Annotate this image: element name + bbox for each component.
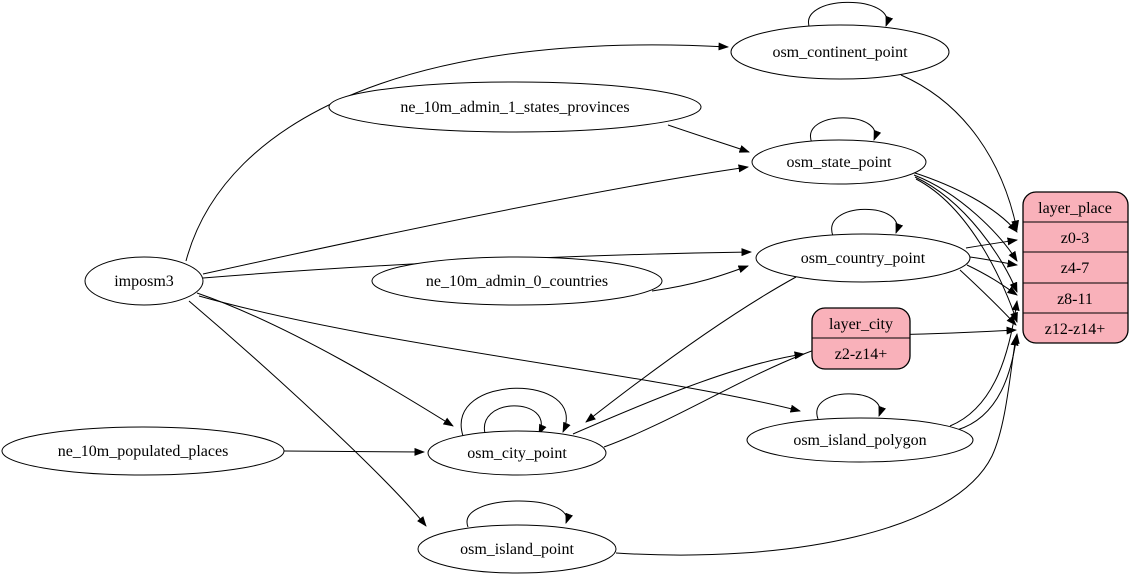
node-osm-country-point-shape xyxy=(755,233,971,283)
edge-osm_continent_point-layer_place-z0-3 xyxy=(900,74,1019,231)
edge-ne_10m_populated_places-osm_city_point xyxy=(283,447,425,456)
node-ne-10m-populated-places-shape xyxy=(1,426,285,476)
layer-city-row-z2-z14: z2-z14+ xyxy=(835,346,888,363)
edge-self-osm_city_point-outer xyxy=(460,387,571,437)
edge-osm_state_point-layer_place-z4-7 xyxy=(913,174,1018,262)
node-ne-10m-admin-0-countries-label: ne_10m_admin_0_countries xyxy=(426,273,608,290)
layer-city-title: layer_city xyxy=(829,316,893,333)
node-osm-continent-point-label: osm_continent_point xyxy=(772,44,908,61)
edge-osm_country_point-layer_place-z12-z14 xyxy=(959,269,1017,326)
node-osm-island-point-label: osm_island_point xyxy=(460,541,574,558)
edge-imposm3-osm_island_polygon xyxy=(198,295,801,413)
node-layer-place: layer_place z0-3 z4-7 z8-11 z12-z14+ xyxy=(1022,191,1129,344)
edge-ne_10m_admin_1_states_provinces-osm_state_point xyxy=(667,124,750,153)
node-osm-city-point-shape xyxy=(427,430,607,476)
node-osm-city-point: osm_city_point xyxy=(427,430,607,476)
node-osm-island-polygon-label: osm_island_polygon xyxy=(793,432,926,449)
node-ne-10m-populated-places: ne_10m_populated_places xyxy=(1,426,285,476)
edge-imposm3-osm_continent_point xyxy=(185,42,729,262)
edge-osm_state_point-layer_place-z8-11 xyxy=(914,176,1018,293)
layer-place-title: layer_place xyxy=(1038,200,1112,217)
node-ne-10m-admin-1-states-provinces: ne_10m_admin_1_states_provinces xyxy=(328,81,702,133)
edge-osm_island_polygon-layer_place-z8-11 xyxy=(949,300,1020,427)
node-imposm3: imposm3 xyxy=(84,256,204,306)
node-osm-city-point-label: osm_city_point xyxy=(467,445,567,462)
node-osm-state-point-shape xyxy=(751,139,927,185)
layer-place-row-z4-7: z4-7 xyxy=(1061,260,1089,277)
edge-osm_island_polygon-layer_place-z12-z14 xyxy=(956,333,1020,431)
edge-osm_country_point-layer_place-z8-11 xyxy=(966,264,1018,296)
edge-osm_island_point-layer_place-z12-z14 xyxy=(615,335,1019,556)
edge-imposm3-osm_city_point xyxy=(196,292,454,427)
node-imposm3-shape xyxy=(84,256,204,306)
node-ne-10m-admin-1-states-provinces-shape xyxy=(328,81,702,133)
edge-self-osm_country_point xyxy=(831,208,904,237)
node-osm-island-polygon: osm_island_polygon xyxy=(746,417,974,463)
layer-place-row-z0-3: z0-3 xyxy=(1061,230,1089,247)
node-osm-country-point: osm_country_point xyxy=(755,233,971,283)
node-osm-island-point: osm_island_point xyxy=(417,524,617,574)
layer-place-row-z8-11: z8-11 xyxy=(1057,291,1093,308)
node-osm-state-point: osm_state_point xyxy=(751,139,927,185)
node-layer-city: layer_city z2-z14+ xyxy=(811,307,911,370)
record-nodes: layer_city z2-z14+ layer_place z0-3 z4-7… xyxy=(811,191,1129,370)
node-ne-10m-admin-0-countries: ne_10m_admin_0_countries xyxy=(371,256,663,306)
edge-osm_state_point-layer_place-z0-3 xyxy=(911,171,1018,233)
edge-self-osm_state_point xyxy=(809,117,882,144)
edge-osm_city_point-layer_city-z2-z14 xyxy=(572,351,805,435)
node-ne-10m-admin-1-states-provinces-label: ne_10m_admin_1_states_provinces xyxy=(400,99,629,116)
edge-osm_country_point-layer_place-z0-3 xyxy=(965,237,1018,249)
edge-osm_country_point-layer_place-z4-7 xyxy=(969,256,1018,268)
edge-imposm3-osm_state_point xyxy=(202,164,749,275)
node-layer-place-shape xyxy=(1022,191,1129,344)
layer-place-row-z12-z14: z12-z14+ xyxy=(1045,321,1106,338)
node-osm-country-point-label: osm_country_point xyxy=(801,250,926,267)
edges xyxy=(185,1,1020,556)
node-ne-10m-admin-0-countries-shape xyxy=(371,256,663,306)
node-osm-continent-point-shape xyxy=(730,24,950,80)
edge-osm_country_point-osm_city_point xyxy=(585,276,797,423)
edge-self-osm_island_polygon xyxy=(816,393,887,420)
nodes: imposm3 ne_10m_admin_1_states_provinces … xyxy=(1,24,974,574)
node-osm-island-polygon-shape xyxy=(746,417,974,463)
edge-imposm3-osm_island_point xyxy=(188,300,427,527)
node-osm-continent-point: osm_continent_point xyxy=(730,24,950,80)
edge-self-osm_continent_point xyxy=(808,1,894,30)
edge-self-osm_city_point-inner xyxy=(483,405,547,438)
node-ne-10m-populated-places-label: ne_10m_populated_places xyxy=(58,443,229,460)
edge-ne_10m_admin_0_countries-osm_country_point xyxy=(651,265,749,292)
node-imposm3-label: imposm3 xyxy=(114,273,174,290)
node-osm-state-point-label: osm_state_point xyxy=(787,154,892,171)
edge-self-osm_island_point xyxy=(466,500,573,528)
node-osm-island-point-shape xyxy=(417,524,617,574)
